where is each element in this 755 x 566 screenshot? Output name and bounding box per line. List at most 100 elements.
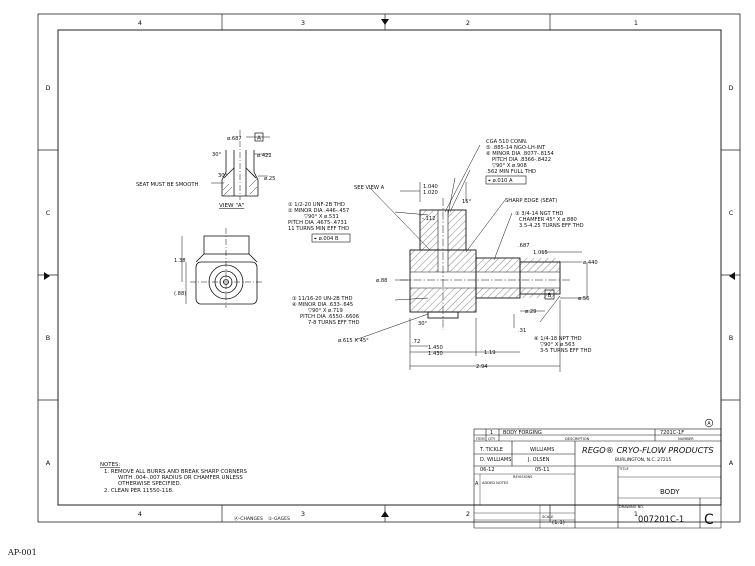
center-arrow-left xyxy=(44,272,50,280)
note-line-1: 1. REMOVE ALL BURRS AND BREAK SHARP CORN… xyxy=(104,469,247,475)
zone-col-1-top: 1 xyxy=(634,19,638,27)
scale-value: (1:1) xyxy=(552,520,565,526)
zone-row-a-left: A xyxy=(46,459,51,467)
company-location: BURLINGTON, N.C. 27215 xyxy=(615,457,671,463)
title-label: TITLE xyxy=(618,467,629,471)
header-description: DESCRIPTION xyxy=(565,437,590,441)
zone-row-d-left: D xyxy=(45,84,50,92)
fcf-left: ⌖ ø.004 B xyxy=(314,236,339,242)
center-arrow-top xyxy=(381,19,389,25)
scale-label: SCALE xyxy=(542,515,554,519)
zone-row-b-right: B xyxy=(729,334,733,342)
size-letter: C xyxy=(704,512,714,528)
note-cga-1: CGA 510 CONN. xyxy=(486,139,528,145)
dim-1450: 1.450 xyxy=(428,345,443,351)
end-view-dim-138: 1.38 xyxy=(174,258,186,264)
zone-row-b-left: B xyxy=(46,334,50,342)
view-a-dim-422: ø.422 xyxy=(257,153,272,159)
zone-row-c-right: C xyxy=(729,209,734,217)
parts-qty: 1 xyxy=(490,430,493,436)
dim-29: ø.29 xyxy=(525,309,536,315)
drawn-by: T. TICKLE xyxy=(479,447,503,453)
date-2: 05-11 xyxy=(535,467,550,473)
note-un-2: ④ MINOR DIA .633-.645 xyxy=(292,302,353,308)
note-cga-4: PITCH DIA .8366-.8422 xyxy=(492,157,551,163)
zone-col-4-top: 4 xyxy=(138,19,142,27)
legend-gages: ①-GAGES xyxy=(268,516,290,522)
zone-col-4-bottom: 4 xyxy=(138,510,142,518)
drawing-sheet: 4 3 2 1 4 3 2 1 D C B A D C B A ø.68 xyxy=(37,13,741,529)
note-unf-3: ▽90° X ø.531 xyxy=(304,214,339,220)
note-ngt-2: CHAMFER 45° X ø.880 xyxy=(519,217,577,223)
note-ngt-3: 3.5-4.25 TURNS EFF THD xyxy=(519,223,584,229)
title-block xyxy=(473,418,722,529)
note-cga-5: ▽90° X ø.908 xyxy=(492,163,527,169)
dim-72: .72 xyxy=(412,339,420,345)
note-un-1: ③ 11/16-20 UN-2B THD xyxy=(292,296,353,302)
revisions-label: REVISIONS xyxy=(513,475,533,479)
approved-by: D. WILLIAMS xyxy=(480,457,511,463)
checked-by: WILLIAMS xyxy=(530,447,554,453)
zone-row-d-right: D xyxy=(728,84,733,92)
note-unf-5: 11 TURNS MIN EFF THD xyxy=(288,226,349,232)
view-a-angle-30-bottom: 30° xyxy=(218,173,228,179)
parts-number: 7201C-1F xyxy=(660,430,684,436)
end-view xyxy=(181,228,262,308)
dim-31: .31 xyxy=(518,328,526,334)
dim-615: ø.615 X 45° xyxy=(338,338,369,344)
footer-id: AP-001 xyxy=(8,548,37,557)
note-ngt-1: ③ 3/4-14 NGT THD xyxy=(515,211,563,217)
dim-687: .687 xyxy=(518,243,530,249)
header-qty: QTY xyxy=(488,437,496,441)
inner-border xyxy=(57,29,722,506)
zone-col-3-top: 3 xyxy=(301,19,305,27)
drawing-no-label: DRAWING NO. xyxy=(619,505,644,509)
legend-changes: Ⓐ-CHANGES xyxy=(234,515,263,522)
center-arrow-bottom xyxy=(381,511,389,517)
note-un-4: PITCH DIA .6550-.6606 xyxy=(300,314,359,320)
seat-smooth-note: SEAT MUST BE SMOOTH xyxy=(136,182,199,188)
zone-col-3-bottom: 3 xyxy=(301,510,305,518)
sharp-edge-note: SHARP EDGE (SEAT) xyxy=(505,198,557,204)
note-cga-3: ⑥ MINOR DIA .8077-.8154 xyxy=(486,151,555,157)
zone-ticks xyxy=(38,14,740,522)
note-line-2: WITH .004-.007 RADIUS OR CHAMFER UNLESS xyxy=(118,475,243,481)
see-view-a: SEE VIEW A xyxy=(354,185,385,191)
note-npt-2: ▽90° X ø.563 xyxy=(540,342,575,348)
section-hatching xyxy=(410,210,560,312)
part-title: BODY xyxy=(660,488,680,496)
view-a-dim-687: ø.687 xyxy=(227,136,242,142)
dim-30: 30° xyxy=(418,321,428,327)
note-unf-1: ① 1/2-20 UNF-2B THD xyxy=(288,202,345,208)
dim-1430: 1.430 xyxy=(428,351,443,357)
note-cga-6: .562 MIN FULL THD xyxy=(486,169,536,175)
rev-entry-text: ADDED NOTES xyxy=(482,481,509,485)
center-arrow-right xyxy=(729,272,735,280)
zone-row-c-left: C xyxy=(46,209,51,217)
dim-119: 1.19 xyxy=(484,350,496,356)
header-number: NUMBER xyxy=(678,437,694,441)
view-a-detail xyxy=(211,130,270,200)
dim-294: 2.94 xyxy=(476,364,488,370)
dim-1015: 1.015 xyxy=(533,250,548,256)
dim-1020: 1.020 xyxy=(423,190,438,196)
note-un-5: 7-8 TURNS EFF THD xyxy=(308,320,359,326)
dim-1040: 1.040 xyxy=(423,184,438,190)
view-a-dim-25: ø.25 xyxy=(264,176,275,182)
note-unf-4: PITCH DIA .4675-.4731 xyxy=(288,220,347,226)
engineer: J. OLSEN xyxy=(527,457,550,463)
dim-112: -.112 xyxy=(422,216,435,222)
note-un-3: ▽90° X ø.719 xyxy=(308,308,343,314)
outer-border xyxy=(37,13,741,523)
zone-col-1-bottom: 1 xyxy=(634,510,638,518)
rev-mark: A xyxy=(707,421,711,427)
angle-15: 15° xyxy=(462,199,472,205)
note-line-3: OTHERWISE SPECIFIED. xyxy=(118,481,182,487)
rev-entry-letter: A xyxy=(475,481,479,487)
view-a-datum-a: A xyxy=(257,136,261,142)
datum-b-box xyxy=(544,289,555,300)
end-view-dim-88: (.88) xyxy=(174,291,186,297)
dim-56: ø.56 xyxy=(578,296,589,302)
zone-col-2-bottom: 2 xyxy=(466,510,470,518)
dim-440: ø.440 xyxy=(583,260,598,266)
